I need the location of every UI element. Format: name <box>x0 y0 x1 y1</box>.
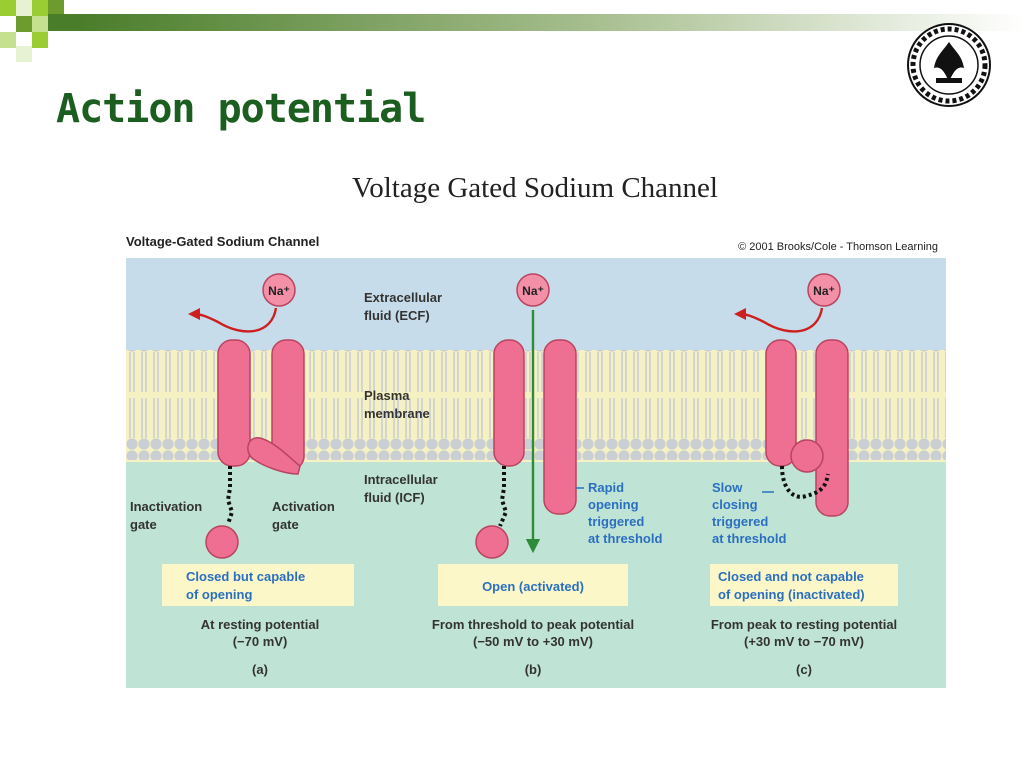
panel-c-condition: From peak to resting potential (+30 mV t… <box>711 617 897 677</box>
svg-text:From peak to resting potential: From peak to resting potential <box>711 617 897 632</box>
panel-c-rejected-arrow <box>734 307 824 333</box>
svg-text:triggered: triggered <box>712 514 768 529</box>
svg-text:closing: closing <box>712 497 758 512</box>
panel-b-state: Open (activated) <box>438 564 628 606</box>
svg-text:Na⁺: Na⁺ <box>268 284 290 298</box>
svg-text:gate: gate <box>130 517 157 532</box>
svg-text:Inactivation: Inactivation <box>130 499 202 514</box>
header-banner <box>80 14 1024 31</box>
svg-text:(a): (a) <box>252 662 268 677</box>
svg-text:opening: opening <box>588 497 639 512</box>
sodium-channel-figure: Voltage-Gated Sodium Channel © 2001 Broo… <box>126 230 946 688</box>
svg-text:fluid (ICF): fluid (ICF) <box>364 490 425 505</box>
svg-text:fluid (ECF): fluid (ECF) <box>364 308 430 323</box>
svg-text:Plasma: Plasma <box>364 388 410 403</box>
svg-text:Na⁺: Na⁺ <box>522 284 544 298</box>
svg-text:Open (activated): Open (activated) <box>482 579 584 594</box>
inactivation-gate-label: Inactivation gate <box>130 499 202 532</box>
svg-text:at threshold: at threshold <box>588 531 662 546</box>
svg-text:From threshold to peak potenti: From threshold to peak potential <box>432 617 634 632</box>
svg-text:Closed and not capable: Closed and not capable <box>718 569 864 584</box>
panel-c-state: Closed and not capable of opening (inact… <box>710 564 898 606</box>
inactivation-ball-b <box>475 525 509 559</box>
panel-a-na-ion: Na⁺ <box>262 273 296 307</box>
svg-text:gate: gate <box>272 517 299 532</box>
activation-gate-label: Activation gate <box>272 499 335 532</box>
svg-text:(b): (b) <box>525 662 542 677</box>
figure-subtitle: Voltage Gated Sodium Channel <box>352 172 718 204</box>
inactivation-ball-c <box>790 439 824 473</box>
svg-text:triggered: triggered <box>588 514 644 529</box>
svg-text:Closed but capable: Closed but capable <box>186 569 305 584</box>
panel-a-rejected-arrow <box>188 307 278 333</box>
panel-b-na-ion: Na⁺ <box>516 273 550 307</box>
copyright-text: © 2001 Brooks/Cole - Thomson Learning <box>738 241 938 253</box>
svg-text:of opening (inactivated): of opening (inactivated) <box>718 587 865 602</box>
university-logo <box>907 23 991 107</box>
rapid-opening-label: Rapid opening triggered at threshold <box>588 480 662 546</box>
figure-header-title: Voltage-Gated Sodium Channel <box>126 234 319 249</box>
membrane-label: Plasma membrane <box>364 388 430 421</box>
svg-text:Activation: Activation <box>272 499 335 514</box>
svg-text:Na⁺: Na⁺ <box>813 284 835 298</box>
panel-b-condition: From threshold to peak potential (−50 mV… <box>432 617 634 677</box>
svg-text:Intracellular: Intracellular <box>364 472 438 487</box>
figure-header-bar <box>126 230 946 258</box>
svg-text:Extracellular: Extracellular <box>364 290 442 305</box>
svg-text:Slow: Slow <box>712 480 743 495</box>
panel-a-condition: At resting potential (−70 mV) (a) <box>201 617 319 677</box>
icf-label: Intracellular fluid (ICF) <box>364 472 438 505</box>
panel-a-state: Closed but capable of opening <box>162 564 354 606</box>
panel-c-na-ion: Na⁺ <box>807 273 841 307</box>
slow-closing-label: Slow closing triggered at threshold <box>712 480 786 546</box>
slide-title: Action potential <box>56 86 426 132</box>
svg-text:membrane: membrane <box>364 406 430 421</box>
corner-squares <box>0 0 80 62</box>
svg-text:(−50 mV to +30 mV): (−50 mV to +30 mV) <box>473 634 593 649</box>
svg-text:of opening: of opening <box>186 587 252 602</box>
panel-c-channel <box>765 339 849 517</box>
svg-text:At resting potential: At resting potential <box>201 617 319 632</box>
svg-text:(+30 mV to −70 mV): (+30 mV to −70 mV) <box>744 634 864 649</box>
panel-a-channel <box>205 339 305 559</box>
inactivation-ball-a <box>205 525 239 559</box>
ecf-label: Extracellular fluid (ECF) <box>364 290 442 323</box>
svg-text:at threshold: at threshold <box>712 531 786 546</box>
svg-text:(c): (c) <box>796 662 812 677</box>
svg-text:Rapid: Rapid <box>588 480 624 495</box>
svg-text:(−70 mV): (−70 mV) <box>233 634 288 649</box>
panel-b-channel <box>475 339 577 559</box>
